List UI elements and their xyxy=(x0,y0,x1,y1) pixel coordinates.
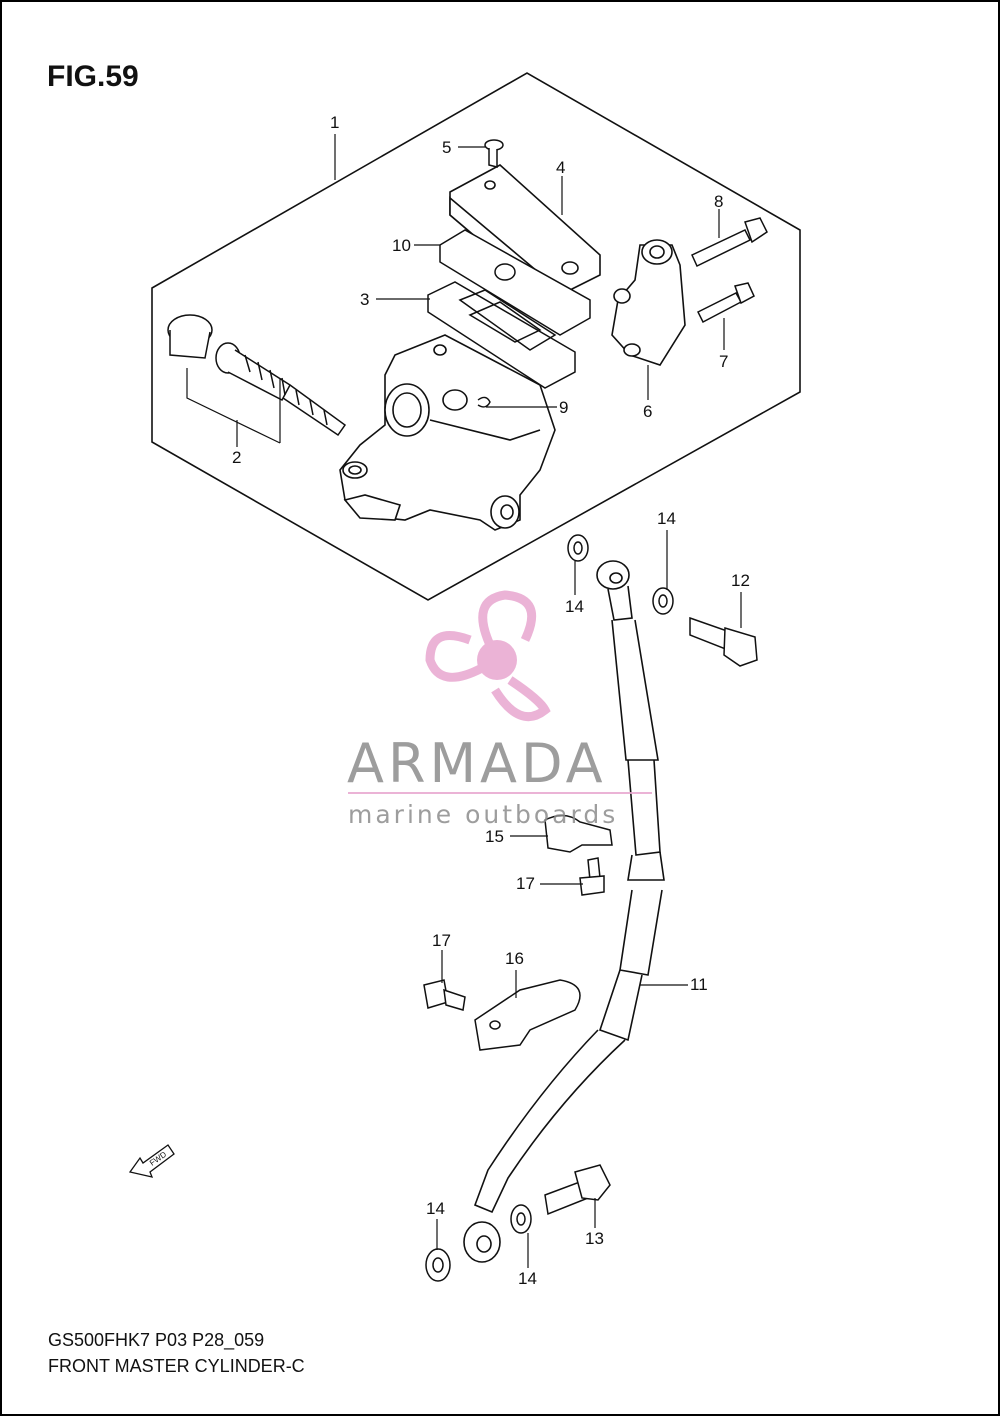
callout-10: 10 xyxy=(392,236,411,255)
callout-13: 13 xyxy=(585,1229,604,1248)
callout-7: 7 xyxy=(719,352,728,371)
figure-title: FIG.59 xyxy=(47,60,139,93)
callout-14-c: 14 xyxy=(518,1269,537,1288)
fwd-arrow-icon: FWD xyxy=(128,1144,175,1178)
callout-14-a: 14 xyxy=(565,597,584,616)
hose-clamp-15 xyxy=(544,814,613,853)
clamp-bracket xyxy=(611,239,686,366)
callout-6: 6 xyxy=(643,402,652,421)
union-bolt-13 xyxy=(544,1164,611,1216)
callout-9: 9 xyxy=(559,398,568,417)
figure-caption: FRONT MASTER CYLINDER-C xyxy=(48,1356,305,1376)
piston-kit xyxy=(167,314,347,437)
callout-1: 1 xyxy=(330,113,339,132)
callout-4: 4 xyxy=(556,158,565,177)
bolt-8 xyxy=(691,217,768,268)
callout-labels: 1 2 3 4 5 6 7 8 9 10 11 12 13 14 14 14 1… xyxy=(232,113,750,1288)
callout-8: 8 xyxy=(714,192,723,211)
propeller-logo-icon xyxy=(425,590,551,722)
bolt-17-lower xyxy=(423,979,466,1011)
callout-16: 16 xyxy=(505,949,524,968)
figure-code: GS500FHK7 P03 P28_059 xyxy=(48,1330,265,1350)
watermark-tagline: marine outboards xyxy=(348,800,618,829)
watermark-brand: ARMADA xyxy=(347,732,607,795)
callout-2: 2 xyxy=(232,448,241,467)
leader-lines xyxy=(186,134,742,1268)
callout-11: 11 xyxy=(690,975,708,994)
bolt-7 xyxy=(696,282,755,324)
diaphragm-plate xyxy=(439,229,591,336)
assembly-frame xyxy=(151,72,801,601)
callout-17-a: 17 xyxy=(516,874,535,893)
boot-clip xyxy=(477,396,491,408)
diaphragm xyxy=(427,281,576,389)
union-bolt-12 xyxy=(689,616,758,667)
armada-watermark: ARMADA marine outboards xyxy=(347,590,652,829)
hose-clamp-16 xyxy=(474,979,581,1051)
callout-12: 12 xyxy=(731,571,750,590)
callout-17-b: 17 xyxy=(432,931,451,950)
callout-15: 15 xyxy=(485,827,504,846)
brake-hose xyxy=(463,560,665,1263)
cap-screw xyxy=(484,139,504,168)
master-cylinder-body xyxy=(339,334,556,531)
callout-14-d: 14 xyxy=(426,1199,445,1218)
bolt-17-upper xyxy=(579,857,605,896)
callout-14-b: 14 xyxy=(657,509,676,528)
callout-3: 3 xyxy=(360,290,369,309)
washers xyxy=(425,534,674,1282)
callout-5: 5 xyxy=(442,138,451,157)
